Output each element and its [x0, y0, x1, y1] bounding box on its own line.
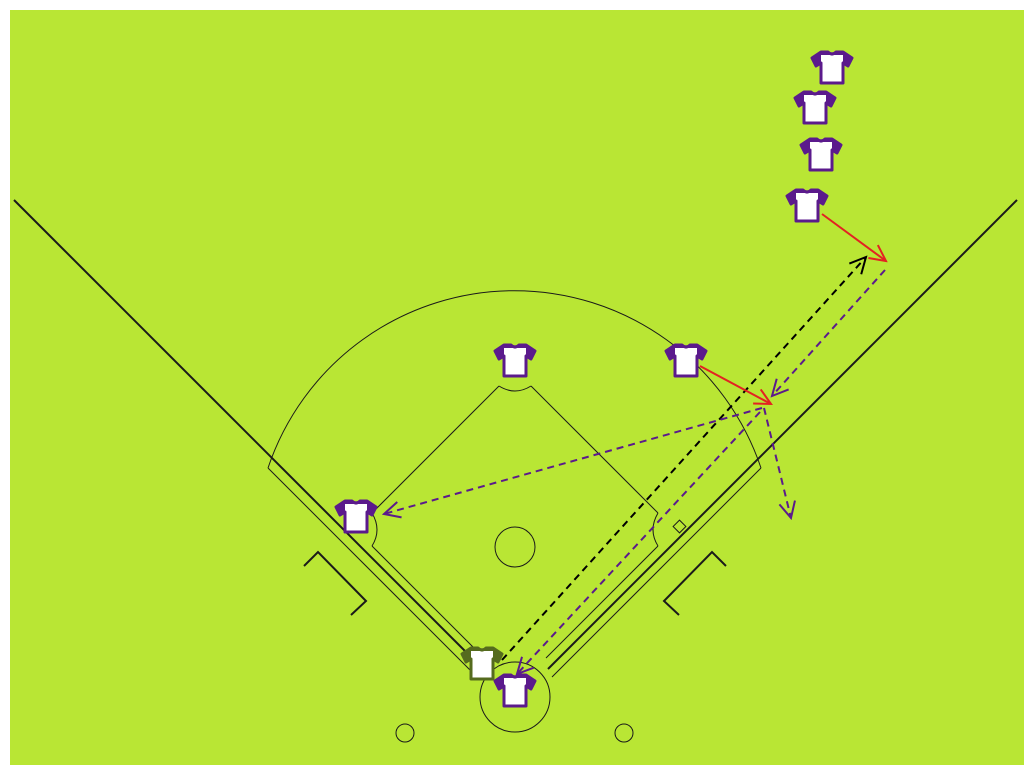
- first-baseman-move-arrow: [699, 365, 771, 404]
- relay-throw-arrow-4: [763, 407, 791, 518]
- jersey-icon: [493, 343, 537, 378]
- jersey-icon: [460, 646, 504, 681]
- jersey-icon: [785, 188, 829, 223]
- infield-arc: [267, 290, 762, 469]
- relay-throw-arrow-2: [384, 407, 763, 514]
- infield-diamond: [371, 385, 659, 659]
- jersey-icon: [810, 50, 854, 85]
- on-deck-circle-right: [614, 723, 634, 743]
- on-deck-circle-left: [395, 723, 415, 743]
- relay-throw-arrow-1: [772, 269, 886, 396]
- dugout-right: [662, 550, 727, 616]
- jersey-icon: [664, 343, 708, 378]
- dugout-left: [303, 550, 368, 616]
- jersey-icon: [493, 673, 537, 708]
- first-base-bag: [672, 519, 687, 534]
- right-foul-line: [547, 199, 1018, 670]
- jersey-icon: [799, 137, 843, 172]
- right-fielder-move-arrow: [821, 213, 886, 261]
- hit-arrow: [501, 257, 866, 661]
- jersey-icon: [793, 90, 837, 125]
- field-grass: [10, 10, 1024, 765]
- baseline-edges: [267, 467, 762, 681]
- pitchers-mound: [494, 526, 536, 568]
- jersey-icon: [334, 499, 378, 534]
- home-plate-circle: [479, 661, 551, 733]
- left-foul-line: [13, 199, 475, 661]
